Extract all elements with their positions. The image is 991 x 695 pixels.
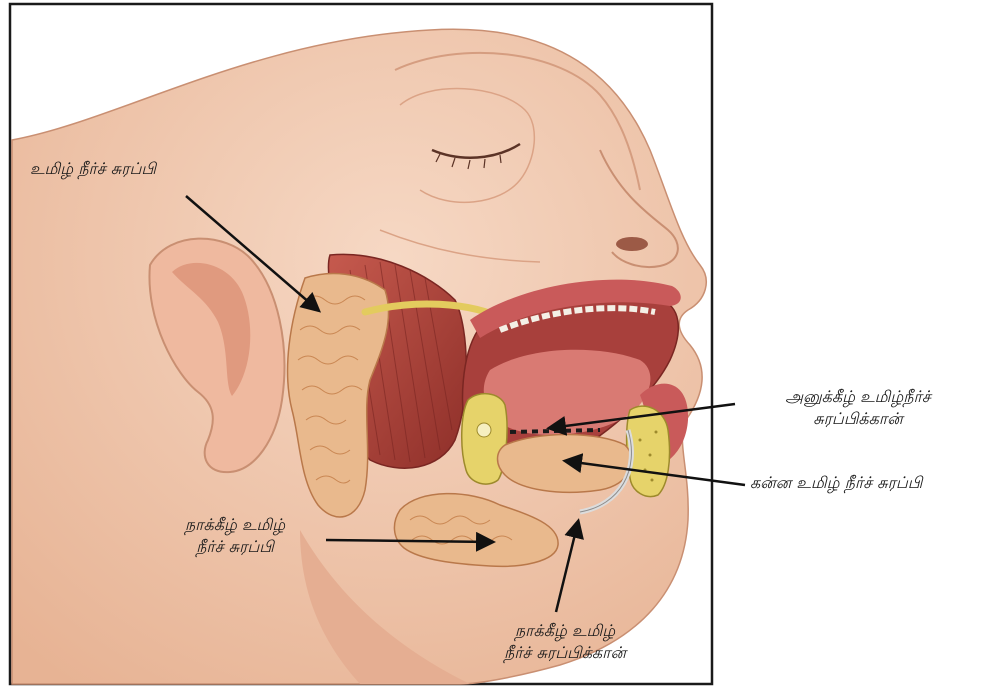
submandibular-gland [498, 434, 632, 492]
label-sublingual-gland: நாக்கீழ் உமிழ் நீர்ச் சுரப்பி [150, 514, 320, 558]
label-sublingual-duct: அனுக்கீழ் உமிழ்நீர்ச் சுரப்பிக்கான் [738, 386, 978, 430]
label-submandibular-duct-line2: நீர்ச் சுரப்பிக்கான் [450, 642, 680, 664]
mandible-canal-left [477, 423, 491, 437]
nostril [616, 237, 648, 251]
label-sublingual-duct-line2: சுரப்பிக்கான் [738, 408, 978, 430]
label-submandibular-duct: நாக்கீழ் உமிழ் நீர்ச் சுரப்பிக்கான் [450, 620, 680, 664]
label-parotid: உமிழ் நீர்ச் சுரப்பி [30, 158, 156, 180]
label-submandibular-duct-line1: நாக்கீழ் உமிழ் [450, 620, 680, 642]
mandible-left-cut [462, 394, 507, 484]
label-sublingual-gland-line1: நாக்கீழ் உமிழ் [150, 514, 320, 536]
label-cheek-gland: கன்ன உமிழ் நீர்ச் சுரப்பி [750, 472, 922, 494]
label-sublingual-gland-line2: நீர்ச் சுரப்பி [150, 536, 320, 558]
label-sublingual-duct-line1: அனுக்கீழ் உமிழ்நீர்ச் [738, 386, 978, 408]
